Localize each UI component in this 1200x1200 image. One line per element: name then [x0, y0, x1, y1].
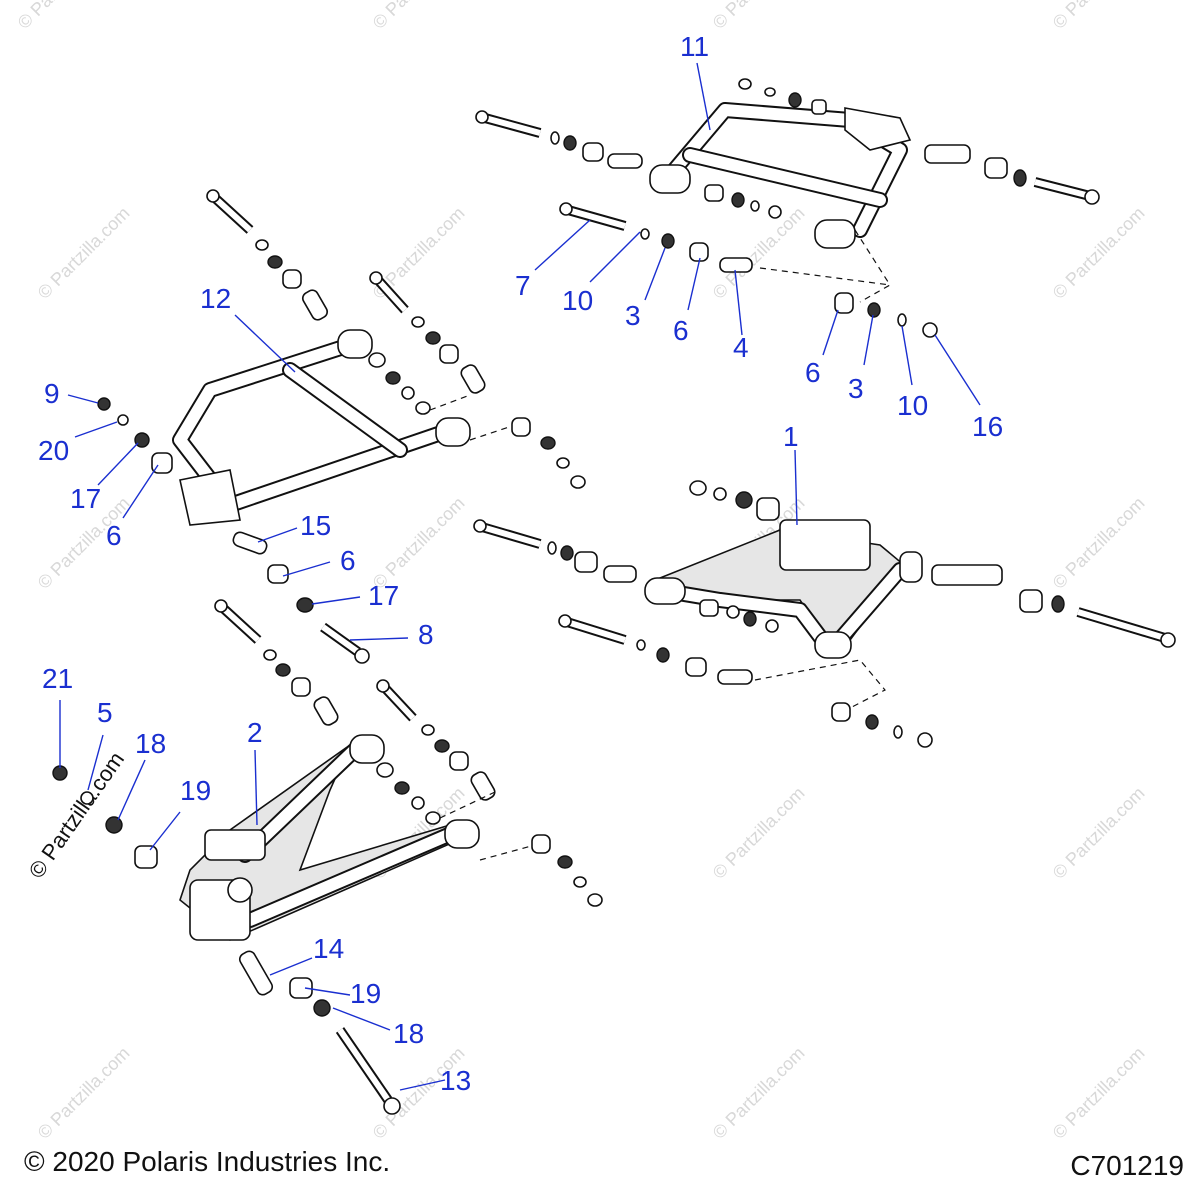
leader-lines	[59, 62, 981, 1091]
callout-19: 19	[180, 775, 211, 806]
callout-6: 6	[673, 315, 689, 346]
callout-9: 9	[44, 378, 60, 409]
callout-4: 4	[733, 332, 749, 363]
callout-10: 10	[897, 390, 928, 421]
copyright-text: © 2020 Polaris Industries Inc.	[24, 1146, 391, 1177]
watermark: © Partzilla.com	[369, 493, 469, 593]
lower-rear-arm-1	[473, 480, 1176, 748]
callout-18: 18	[393, 1018, 424, 1049]
watermark: © Partzilla.com	[1049, 783, 1149, 883]
watermark: © Partzilla.com	[1049, 493, 1149, 593]
callout-5: 5	[97, 697, 113, 728]
callout-7: 7	[515, 270, 531, 301]
watermark: © Partzilla.com	[1049, 1043, 1149, 1143]
callout-6: 6	[340, 545, 356, 576]
callout-6: 6	[106, 520, 122, 551]
callout-19: 19	[350, 978, 381, 1009]
watermark: © Partzilla.com	[709, 203, 809, 303]
callout-16: 16	[972, 411, 1003, 442]
callout-2: 2	[247, 717, 263, 748]
callout-20: 20	[38, 435, 69, 466]
upper-front-arm-12	[97, 189, 586, 664]
watermark: © Partzilla.com	[709, 783, 809, 883]
upper-rear-arm-11	[475, 78, 1100, 338]
callout-17: 17	[70, 483, 101, 514]
watermark: © Partzilla.com	[34, 203, 134, 303]
callout-1: 1	[783, 421, 799, 452]
callout-6: 6	[805, 357, 821, 388]
callout-12: 12	[200, 283, 231, 314]
callout-18: 18	[135, 728, 166, 759]
callout-15: 15	[300, 510, 331, 541]
callout-13: 13	[440, 1065, 471, 1096]
callout-3: 3	[625, 300, 641, 331]
watermark: © Partzilla.com	[709, 0, 809, 33]
callout-3: 3	[848, 373, 864, 404]
watermark-dark: © Partzilla.com	[24, 747, 130, 883]
callout-17: 17	[368, 580, 399, 611]
watermark: © Partzilla.com	[14, 0, 114, 33]
callout-numbers: 11 12 7 10 3 6 4 6 3 10 16 1 9 20 17 6 1…	[38, 31, 1003, 1096]
callout-10: 10	[562, 285, 593, 316]
figure-code: C701219	[1070, 1150, 1184, 1181]
watermark: © Partzilla.com	[709, 1043, 809, 1143]
lower-front-arm-2	[52, 599, 603, 1115]
callout-8: 8	[418, 619, 434, 650]
callout-21: 21	[42, 663, 73, 694]
watermark: © Partzilla.com	[34, 1043, 134, 1143]
callout-14: 14	[313, 933, 344, 964]
watermark: © Partzilla.com	[369, 0, 469, 33]
callout-11: 11	[680, 31, 709, 62]
watermark: © Partzilla.com	[1049, 0, 1149, 33]
watermark: © Partzilla.com	[1049, 203, 1149, 303]
